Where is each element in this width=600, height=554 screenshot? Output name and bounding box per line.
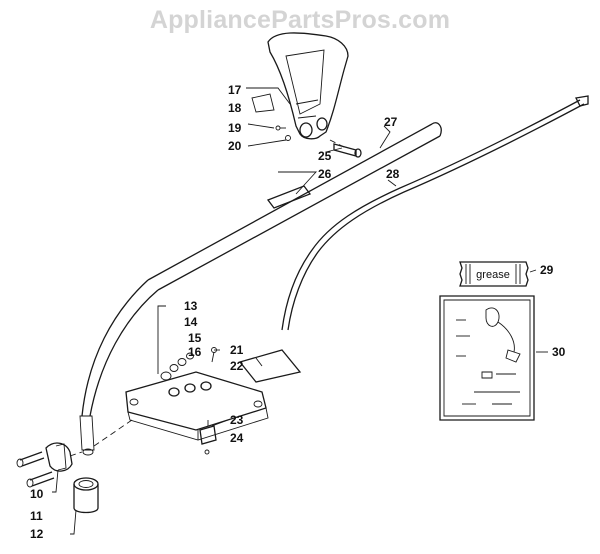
callout-22: 22 [230, 359, 244, 373]
cap-part-12[interactable] [73, 477, 99, 514]
bolt-part-25[interactable] [333, 143, 362, 158]
watermark-text: AppliancePartsPros.com [149, 6, 451, 34]
callout-12: 12 [30, 527, 44, 541]
grease-packet-label: grease [476, 269, 510, 281]
handle-part-17[interactable] [267, 32, 349, 140]
bolt-part-11[interactable] [26, 471, 55, 488]
callout-15: 15 [188, 331, 202, 345]
nut-part-20[interactable] [285, 135, 291, 141]
washer-part-13[interactable] [160, 371, 172, 381]
assembly-line-clamp-tube [93, 419, 133, 447]
callout-10: 10 [30, 487, 44, 501]
screw-part-24[interactable] [204, 449, 210, 455]
screw-part-19[interactable] [275, 125, 286, 131]
callout-26: 26 [318, 167, 332, 181]
clamp-bracket-assembly[interactable] [125, 371, 269, 441]
grease-packet-part-29[interactable]: grease [459, 261, 529, 287]
assembly-line-lower-clamp [69, 451, 83, 457]
callout-18: 18 [228, 101, 242, 115]
decal-part-26[interactable] [266, 185, 312, 209]
bolt-part-10[interactable] [16, 451, 45, 468]
callout-21: 21 [230, 343, 244, 357]
callout-19: 19 [228, 121, 242, 135]
callout-30: 30 [552, 345, 566, 359]
callout-11: 11 [30, 509, 43, 523]
callout-13: 13 [184, 299, 198, 313]
assembly-line-handle-bolt [329, 139, 347, 149]
callout-16: 16 [188, 345, 202, 359]
callout-23: 23 [230, 413, 244, 427]
washer-part-16[interactable] [186, 352, 194, 360]
callout-14: 14 [184, 315, 198, 329]
drive-cable-part-28[interactable] [281, 95, 589, 331]
shaft-housing-part-27[interactable] [79, 122, 442, 456]
callout-27: 27 [384, 115, 398, 129]
callout-24: 24 [230, 431, 244, 445]
callout-labels: 17 18 19 20 25 26 27 28 29 30 13 14 15 1… [30, 83, 566, 541]
callout-25: 25 [318, 149, 332, 163]
washer-part-14[interactable] [169, 364, 179, 372]
callout-29: 29 [540, 263, 554, 277]
owners-manual-part-30[interactable] [439, 295, 535, 421]
callout-17: 17 [228, 83, 242, 97]
plate-part-22[interactable] [238, 349, 302, 383]
clamp-part-lower[interactable] [45, 442, 73, 472]
leader-lines [52, 87, 548, 535]
callout-28: 28 [386, 167, 400, 181]
callout-20: 20 [228, 139, 242, 153]
label-part-18[interactable] [251, 93, 275, 113]
knob-part-23[interactable] [199, 425, 217, 445]
nut-part-15[interactable] [177, 358, 187, 366]
